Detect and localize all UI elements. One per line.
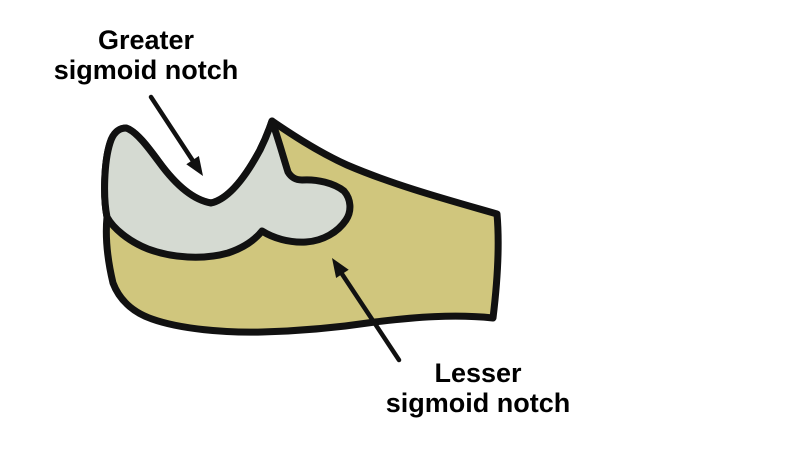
lesser-sigmoid-notch-label: Lesser sigmoid notch xyxy=(386,358,571,418)
lesser-label-line1: Lesser xyxy=(434,358,522,388)
lesser-label-line2: sigmoid notch xyxy=(385,388,571,418)
cartilage-notch-shape xyxy=(101,117,354,261)
lesser-sigmoid-notch-arrow-icon xyxy=(332,258,402,363)
greater-sigmoid-notch-label: Greater sigmoid notch xyxy=(54,25,239,85)
greater-label-line2: sigmoid notch xyxy=(53,55,239,85)
greater-label-line1: Greater xyxy=(97,25,195,55)
greater-sigmoid-notch-arrow-icon xyxy=(148,94,203,176)
